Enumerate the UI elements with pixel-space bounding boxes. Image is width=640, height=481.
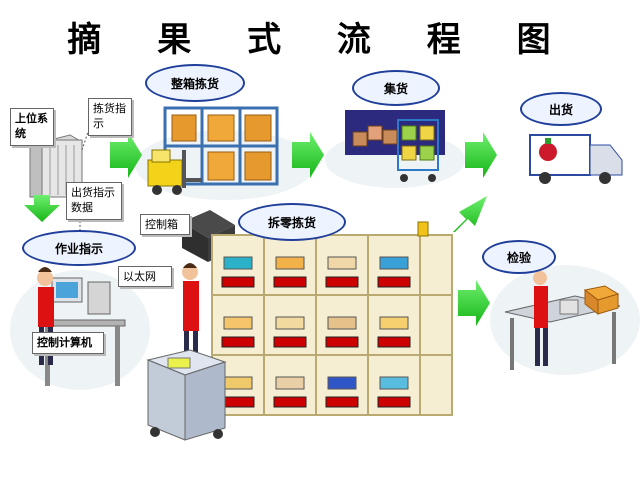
- inspection-table-icon: [504, 285, 621, 370]
- collection-area-icon: [345, 110, 445, 182]
- arrow-right: [292, 132, 324, 178]
- forklift-icon: [147, 149, 202, 195]
- label-ship: 出货: [520, 92, 602, 126]
- digital-display-icon: [325, 396, 359, 408]
- label-work-instruction: 作业指示: [22, 230, 136, 266]
- label-control-box: 控制箱: [140, 214, 190, 235]
- digital-display-icon: [377, 336, 411, 348]
- digital-display-icon: [221, 396, 255, 408]
- digital-display-icon: [273, 276, 307, 288]
- truck-icon: [529, 134, 623, 184]
- label-whole-case-picking: 整箱拣货: [145, 64, 245, 102]
- digital-display-icon: [325, 336, 359, 348]
- goods-item: [223, 376, 253, 390]
- inspector-figure-icon: [533, 271, 548, 366]
- label-collect: 集货: [352, 70, 440, 106]
- arrow-right: [110, 132, 142, 178]
- label-ethernet: 以太网: [118, 266, 172, 287]
- label-piece-picking: 拆零拣货: [238, 203, 346, 241]
- digital-display-icon: [221, 336, 255, 348]
- goods-item: [327, 256, 357, 270]
- page-title: 摘 果 式 流 程 图: [67, 20, 573, 60]
- goods-item: [275, 256, 305, 270]
- goods-item: [275, 316, 305, 330]
- goods-item: [379, 376, 409, 390]
- label-control-computer: 控制计算机: [32, 332, 104, 354]
- digital-display-icon: [377, 396, 411, 408]
- arrow-diagonal-up: [453, 196, 487, 232]
- digital-display-icon: [273, 336, 307, 348]
- arrow-right: [458, 280, 490, 326]
- picker-figure-icon: [182, 263, 199, 365]
- picking-cart-icon: [146, 349, 227, 441]
- arrow-right: [465, 132, 497, 178]
- digital-display-icon: [221, 276, 255, 288]
- goods-item: [275, 376, 305, 390]
- goods-item: [379, 316, 409, 330]
- goods-item: [223, 256, 253, 270]
- label-picking-instruction: 拣货指示: [88, 98, 132, 136]
- label-host-system: 上位系统: [10, 108, 54, 146]
- label-shipping-data: 出货指示数据: [66, 182, 122, 220]
- goods-item: [327, 376, 357, 390]
- link-line: [81, 119, 93, 151]
- arrow-down: [24, 195, 60, 222]
- pallet-rack-icon: [163, 106, 279, 186]
- goods-item: [379, 256, 409, 270]
- label-inspection: 检验: [482, 240, 556, 274]
- light-indicator-icon: [417, 221, 429, 237]
- computer-station-icon: [39, 277, 126, 386]
- digital-display-icon: [273, 396, 307, 408]
- goods-item: [223, 316, 253, 330]
- digital-display-icon: [325, 276, 359, 288]
- picking-trays: [221, 256, 411, 408]
- digital-display-icon: [377, 276, 411, 288]
- goods-item: [327, 316, 357, 330]
